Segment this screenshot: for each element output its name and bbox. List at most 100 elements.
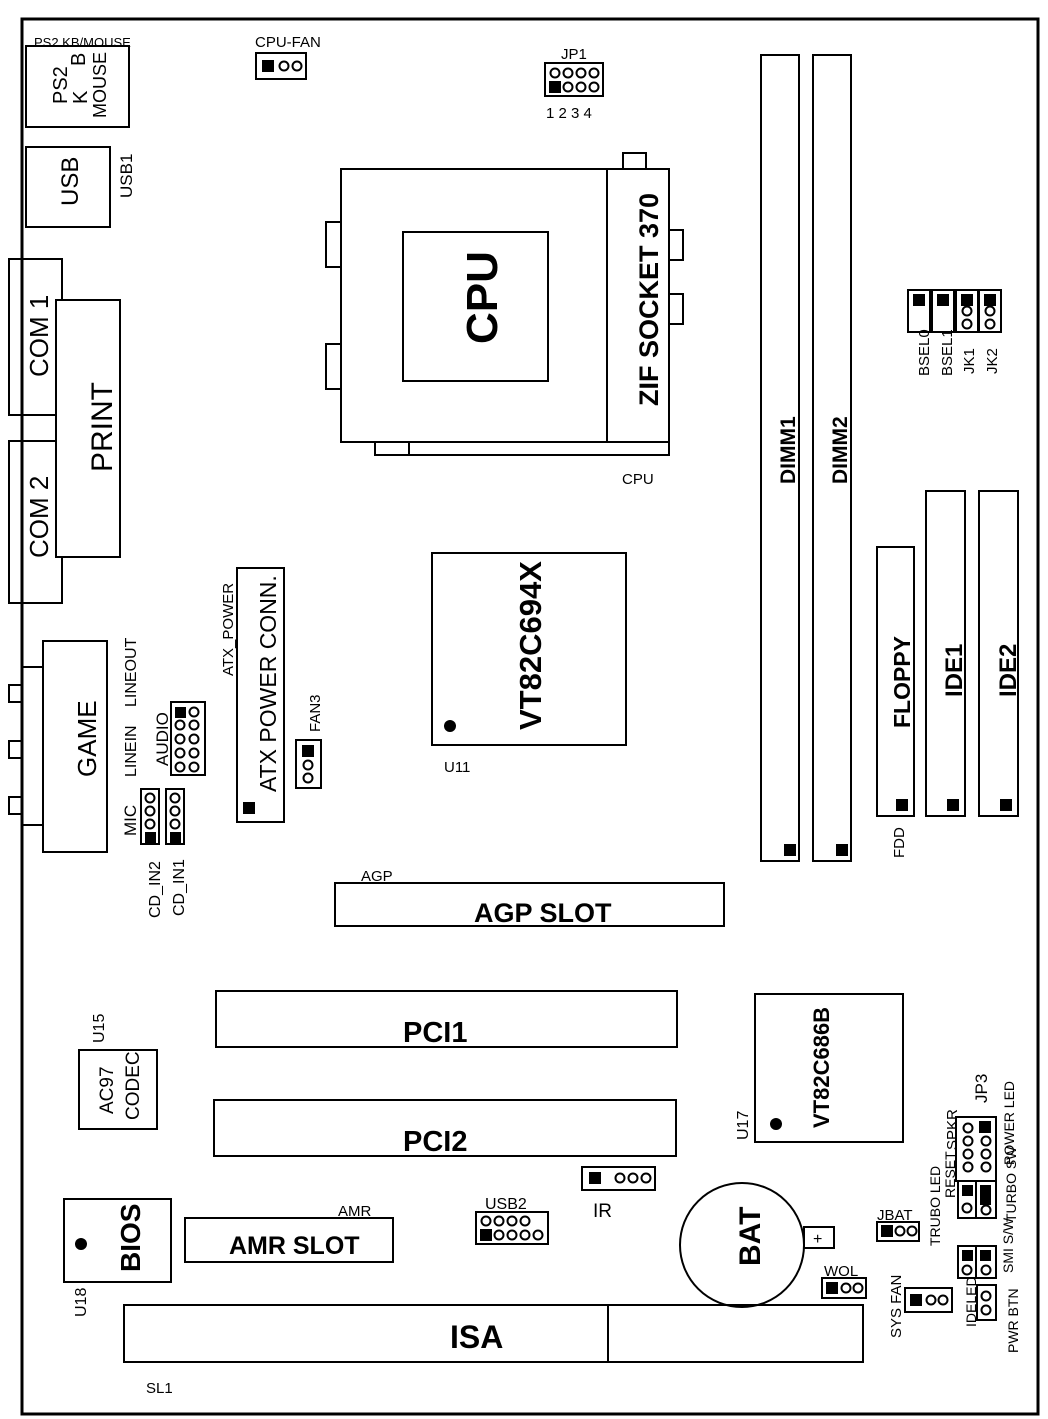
pci2-label: PCI2 <box>403 1126 467 1158</box>
print-connector: PRINT <box>55 299 121 558</box>
jbat-jumper: JBAT <box>876 1207 920 1242</box>
atx-conn-label: ATX POWER CONN. <box>255 575 281 792</box>
vt686-label: VT82C686B <box>809 1007 834 1128</box>
com2-connector: COM 2 <box>8 440 63 604</box>
pci2-slot: PCI2 <box>213 1099 677 1158</box>
vt82c686b-chip: VT82C686B U17 <box>735 993 904 1143</box>
cpu-fan-label: CPU-FAN <box>255 34 321 51</box>
sys-fan-header: SYS FAN <box>888 1275 953 1338</box>
bat-label: BAT <box>734 1207 767 1266</box>
cd-in1-label: CD_IN1 <box>171 859 188 916</box>
trubo-led-label: TRUBO LED <box>927 1166 943 1246</box>
b-label: B <box>68 53 90 66</box>
bsel1-label: BSEL1 <box>939 329 956 376</box>
ide2-label: IDE2 <box>995 644 1022 697</box>
game-label: GAME <box>72 700 102 777</box>
mouse-label: MOUSE <box>90 52 110 118</box>
floppy-connector: FLOPPY FDD <box>876 546 915 858</box>
fan3-header: FAN3 <box>295 694 324 789</box>
dimm1-slot: DIMM1 <box>760 54 800 862</box>
usb-label: USB <box>57 157 84 206</box>
fdd-label: FDD <box>891 827 908 858</box>
isa-label: ISA <box>450 1319 503 1355</box>
wol-label: WOL <box>824 1263 858 1280</box>
fan3-label: FAN3 <box>307 694 324 732</box>
jp1-jumper: JP1 1 2 3 4 <box>544 46 604 122</box>
bios-chip: BIOS U18 <box>63 1198 172 1317</box>
ide1-connector: IDE1 <box>925 490 968 817</box>
com2-label: COM 2 <box>24 476 54 558</box>
zif-socket-label: ZIF SOCKET 370 <box>634 193 664 406</box>
ps2-label: PS2 <box>50 66 72 104</box>
agp-slot-label: AGP SLOT <box>474 898 612 928</box>
com1-label: COM 1 <box>24 295 54 377</box>
ps2-connector: PS2 KB/MOUSE PS2 K B MOUSE <box>25 35 131 128</box>
ide1-label: IDE1 <box>941 644 968 697</box>
wol-header: WOL <box>821 1263 867 1299</box>
pwr-btn-label: PWR BTN <box>1005 1288 1021 1353</box>
jp1-pins-label: 1 2 3 4 <box>546 105 592 122</box>
pci1-label: PCI1 <box>403 1017 467 1049</box>
codec-label: CODEC <box>123 1051 144 1120</box>
ide2-connector: IDE2 <box>978 490 1022 817</box>
plus-label: + <box>813 1231 822 1248</box>
jk2-label: JK2 <box>984 348 1001 374</box>
audio-header: AUDIO <box>153 701 206 776</box>
linein-label: LINEIN <box>123 725 140 777</box>
isa-slot: ISA SL1 <box>123 1304 864 1397</box>
u18-label: U18 <box>73 1288 90 1317</box>
atx-power-label: ATX_POWER <box>220 583 237 676</box>
amr-label: AMR <box>338 1203 372 1220</box>
jk1-label: JK1 <box>961 348 978 374</box>
print-label: PRINT <box>86 382 119 472</box>
cd-in2-label: CD_IN2 <box>147 861 164 918</box>
ac97-codec-chip: U15 AC97 CODEC <box>78 1014 158 1130</box>
usb2-label: USB2 <box>485 1196 527 1213</box>
usb-connector: USB USB1 <box>25 146 136 228</box>
dimm2-slot: DIMM2 <box>812 54 852 862</box>
jbat-label: JBAT <box>877 1207 913 1224</box>
bios-label: BIOS <box>115 1204 146 1272</box>
agp-slot: AGP AGP SLOT <box>334 868 725 928</box>
sys-fan-label: SYS FAN <box>888 1275 905 1338</box>
ideled-label: IDELED <box>963 1276 979 1327</box>
battery: + BAT <box>679 1182 835 1308</box>
bsel0-label: BSEL0 <box>916 329 933 376</box>
u11-label: U11 <box>444 759 470 776</box>
power-led-label: POWER LED <box>1001 1081 1017 1165</box>
agp-label: AGP <box>361 868 393 885</box>
cd-in2-header: CD_IN2 <box>140 788 164 918</box>
ac97-label: AC97 <box>97 1066 118 1114</box>
usb2-header: USB2 <box>475 1196 549 1245</box>
ir-label: IR <box>593 1201 612 1222</box>
atx-power-connector: ATX_POWER ATX POWER CONN. <box>220 567 285 823</box>
mic-label: MIC <box>121 805 140 836</box>
audio-label: AUDIO <box>153 712 172 766</box>
floppy-label: FLOPPY <box>889 636 915 728</box>
ps2-header-label: PS2 KB/MOUSE <box>34 35 131 50</box>
u15-label: U15 <box>91 1014 108 1043</box>
smi-sw-label: SMI S/W <box>1000 1217 1016 1273</box>
cpu-fan-header: CPU-FAN <box>255 34 321 80</box>
pci1-slot: PCI1 <box>215 990 678 1049</box>
game-audio-connector: GAME LINEOUT LINEIN MIC <box>8 637 140 853</box>
jp3-label: JP3 <box>972 1074 991 1103</box>
vt694-label: VT82C694X <box>513 561 548 730</box>
cpu-label: CPU <box>458 251 507 344</box>
sl1-label: SL1 <box>146 1380 173 1397</box>
u17-label: U17 <box>735 1111 752 1140</box>
dimm2-label: DIMM2 <box>829 416 852 484</box>
reset-label: RESET <box>942 1151 958 1198</box>
amr-slot-label: AMR SLOT <box>229 1232 360 1260</box>
com1-connector: COM 1 <box>8 258 63 416</box>
usb1-label: USB1 <box>117 154 136 198</box>
dimm1-label: DIMM1 <box>777 416 800 484</box>
lineout-label: LINEOUT <box>123 637 140 707</box>
jp3-front-panel-header: JP3 SPKR POWER LED RESET TRUBO LED TURBO… <box>927 1074 1021 1353</box>
k-label: K <box>70 90 92 104</box>
bsel-jk-jumpers: BSEL0 BSEL1 JK1 JK2 <box>907 289 1002 376</box>
ir-header: IR <box>581 1166 656 1222</box>
spkr-label: SPKR <box>944 1109 961 1150</box>
cd-in1-header: CD_IN1 <box>165 788 188 916</box>
